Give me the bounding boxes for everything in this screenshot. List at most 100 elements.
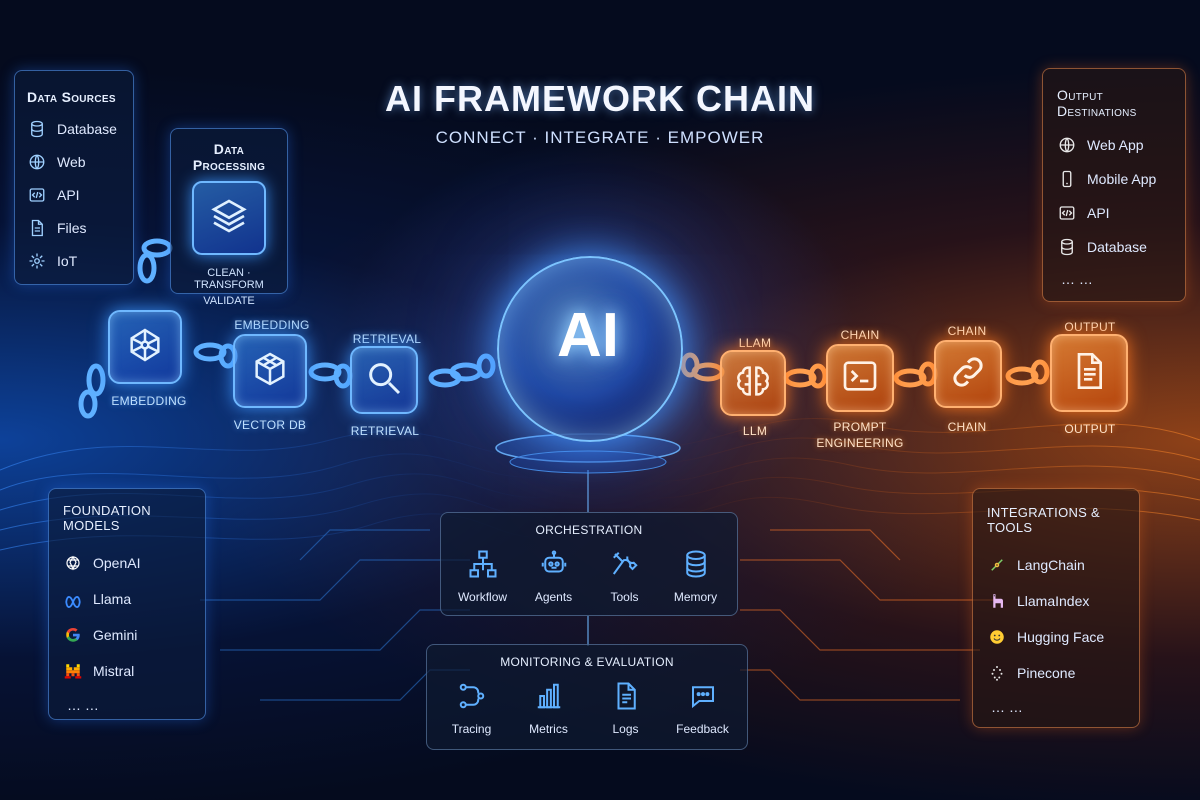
chain-node-vector-db[interactable]: [233, 334, 307, 408]
tools-icon: [610, 549, 640, 582]
database-icon: [27, 119, 47, 139]
orchestration-panel: ORCHESTRATION Workflow Agents Tools Memo…: [440, 512, 738, 616]
pinecone-icon: [987, 663, 1007, 683]
network-icon: [125, 325, 165, 370]
iot-icon: [27, 251, 47, 271]
file-icon: [27, 218, 47, 238]
output-destinations-title: Output Destinations: [1057, 87, 1137, 119]
output-more: … …: [1061, 271, 1093, 287]
search-icon: [364, 358, 404, 403]
chain-label-chain-bottom: CHAIN: [947, 420, 987, 434]
chain-label-embedding-top: EMBEDDING: [234, 318, 310, 332]
data-sources-title: Data Sources: [27, 89, 116, 105]
page-subtitle: CONNECT · INTEGRATE · EMPOWER: [435, 128, 765, 147]
integration-more: … …: [991, 699, 1023, 715]
chain-label-embedding-bottom: EMBEDDING: [111, 394, 187, 408]
llama-icon: [987, 591, 1007, 611]
model-mistral[interactable]: Mistral: [63, 661, 191, 681]
chain-label-prompt-top: CHAIN: [840, 328, 880, 342]
cube-icon: [250, 349, 290, 394]
document-icon: [1069, 351, 1109, 396]
workflow-icon: [468, 549, 498, 582]
mistral-icon: [63, 661, 83, 681]
output-web-app[interactable]: Web App: [1057, 135, 1171, 155]
foundation-models-title: FOUNDATION MODELS: [63, 503, 151, 533]
memory-icon: [681, 549, 711, 582]
model-more: … …: [67, 697, 99, 713]
data-source-database[interactable]: Database: [27, 119, 121, 139]
data-source-files[interactable]: Files: [27, 218, 121, 238]
integration-llamaindex[interactable]: LlamaIndex: [987, 591, 1125, 611]
brain-icon: [733, 361, 773, 406]
output-destinations-panel: Output Destinations Web App Mobile App A…: [1042, 68, 1186, 302]
chain-node-embedding-network[interactable]: [108, 310, 182, 384]
data-source-iot[interactable]: IoT: [27, 251, 121, 271]
chain-label-vector-db: VECTOR DB: [233, 418, 307, 432]
model-gemini[interactable]: Gemini: [63, 625, 191, 645]
layers-node[interactable]: [192, 181, 266, 255]
chain-node-prompt-engineering[interactable]: [826, 344, 894, 412]
integration-pinecone[interactable]: Pinecone: [987, 663, 1125, 683]
model-openai[interactable]: OpenAI: [63, 553, 191, 573]
layers-icon: [209, 196, 249, 241]
chain-label-llm-bottom: LLM: [742, 424, 768, 438]
ai-sphere: [497, 256, 683, 442]
integrations-title: INTEGRATIONS & TOOLS: [987, 505, 1101, 535]
google-icon: [63, 625, 83, 645]
openai-icon: [63, 553, 83, 573]
monitoring-tracing[interactable]: Tracing: [437, 681, 507, 736]
link-icon: [948, 352, 988, 397]
foundation-models-panel: FOUNDATION MODELS OpenAI Llama Gemini Mi…: [48, 488, 206, 720]
tracing-icon: [457, 681, 487, 714]
monitoring-feedback[interactable]: Feedback: [668, 681, 738, 736]
data-source-api[interactable]: API: [27, 185, 121, 205]
data-source-web[interactable]: Web: [27, 152, 121, 172]
hugging-face-icon: [987, 627, 1007, 647]
integration-langchain[interactable]: LangChain: [987, 555, 1125, 575]
logs-icon: [611, 681, 641, 714]
globe-icon: [1057, 135, 1077, 155]
chain-label-retrieval-top: RETRIEVAL: [352, 332, 422, 346]
chain-node-llm[interactable]: [720, 350, 786, 416]
orchestration-agents[interactable]: Agents: [519, 549, 589, 604]
page-title: AI FRAMEWORK CHAIN: [385, 78, 815, 119]
chain-node-output[interactable]: [1050, 334, 1128, 412]
monitoring-metrics[interactable]: Metrics: [514, 681, 584, 736]
chain-label-prompt-2: ENGINEERING: [816, 436, 904, 450]
orchestration-tools[interactable]: Tools: [590, 549, 660, 604]
meta-icon: [63, 589, 83, 609]
chain-node-chain[interactable]: [934, 340, 1002, 408]
chain-label-llm-top: LLAM: [738, 336, 772, 350]
code-icon: [27, 185, 47, 205]
orchestration-workflow[interactable]: Workflow: [448, 549, 518, 604]
globe-icon: [27, 152, 47, 172]
code-icon: [1057, 203, 1077, 223]
chain-label-prompt-1: PROMPT: [833, 420, 887, 434]
data-processing-panel: Data Processing CLEAN · TRANSFORM VALIDA…: [170, 128, 288, 307]
data-processing-caption-2: VALIDATE: [203, 295, 255, 307]
monitoring-logs[interactable]: Logs: [591, 681, 661, 736]
chat-icon: [688, 681, 718, 714]
data-sources-panel: Data Sources Database Web API Files IoT: [14, 70, 134, 285]
chain-node-retrieval[interactable]: [350, 346, 418, 414]
bar-chart-icon: [534, 681, 564, 714]
integrations-panel: INTEGRATIONS & TOOLS LangChain LlamaInde…: [972, 488, 1140, 728]
output-api[interactable]: API: [1057, 203, 1171, 223]
output-database[interactable]: Database: [1057, 237, 1171, 257]
chain-label-chain-top: CHAIN: [947, 324, 987, 338]
chain-label-output-bottom: OUTPUT: [1064, 422, 1116, 436]
output-mobile-app[interactable]: Mobile App: [1057, 169, 1171, 189]
chain-label-output-top: OUTPUT: [1064, 320, 1116, 334]
orchestration-title: ORCHESTRATION: [535, 523, 643, 537]
database-icon: [1057, 237, 1077, 257]
monitoring-title: MONITORING & EVALUATION: [500, 655, 674, 669]
data-processing-caption-1: CLEAN · TRANSFORM: [194, 267, 264, 291]
terminal-icon: [840, 356, 880, 401]
integration-hugging-face[interactable]: Hugging Face: [987, 627, 1125, 647]
model-llama[interactable]: Llama: [63, 589, 191, 609]
robot-icon: [539, 549, 569, 582]
data-processing-title: Data Processing: [192, 141, 266, 173]
orchestration-memory[interactable]: Memory: [661, 549, 731, 604]
monitoring-panel: MONITORING & EVALUATION Tracing Metrics …: [426, 644, 748, 750]
